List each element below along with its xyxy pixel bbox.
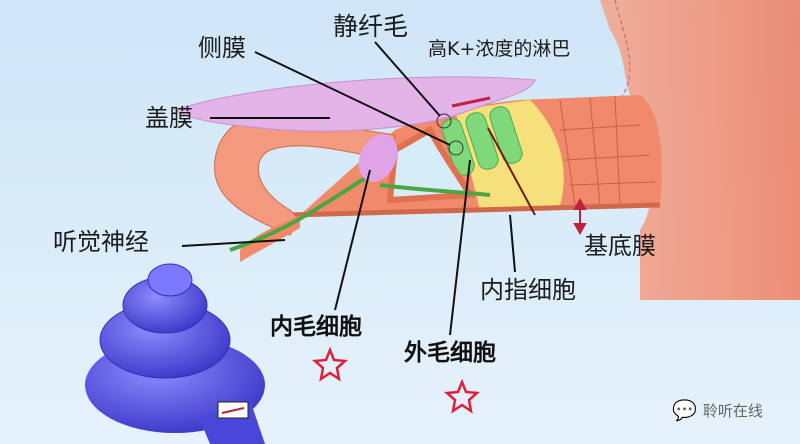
cochlea-shell	[85, 263, 265, 444]
wechat-icon: 💬	[672, 398, 697, 422]
label-inner-hair-cell: 内毛细胞	[270, 314, 362, 340]
stria-wall	[600, 0, 800, 300]
label-basilar-membrane: 基底膜	[584, 232, 656, 260]
inner-hair-cell-body	[358, 134, 398, 182]
label-inner-phalangeal-cell: 内指细胞	[480, 276, 576, 304]
epithelial-cells	[559, 95, 656, 206]
outer-hair-cells	[441, 106, 523, 176]
label-tectorial-membrane: 盖膜	[145, 104, 193, 132]
label-outer-hair-cell: 外毛细胞	[404, 340, 496, 366]
label-lateral-membrane: 侧膜	[198, 34, 246, 62]
watermark-text: 聆听在线	[702, 401, 763, 420]
vibration-arrow	[573, 197, 587, 236]
star-icon	[311, 346, 349, 382]
leader-lines	[181, 41, 536, 336]
label-high-k-lymph: 高K+浓度的淋巴	[428, 38, 571, 60]
label-stereocilia: 静纤毛	[333, 12, 409, 41]
star-icon	[443, 378, 481, 414]
watermark: 💬 聆听在线	[672, 398, 763, 422]
label-auditory-nerve: 听觉神经	[53, 228, 149, 256]
basilar-membrane	[289, 202, 661, 218]
